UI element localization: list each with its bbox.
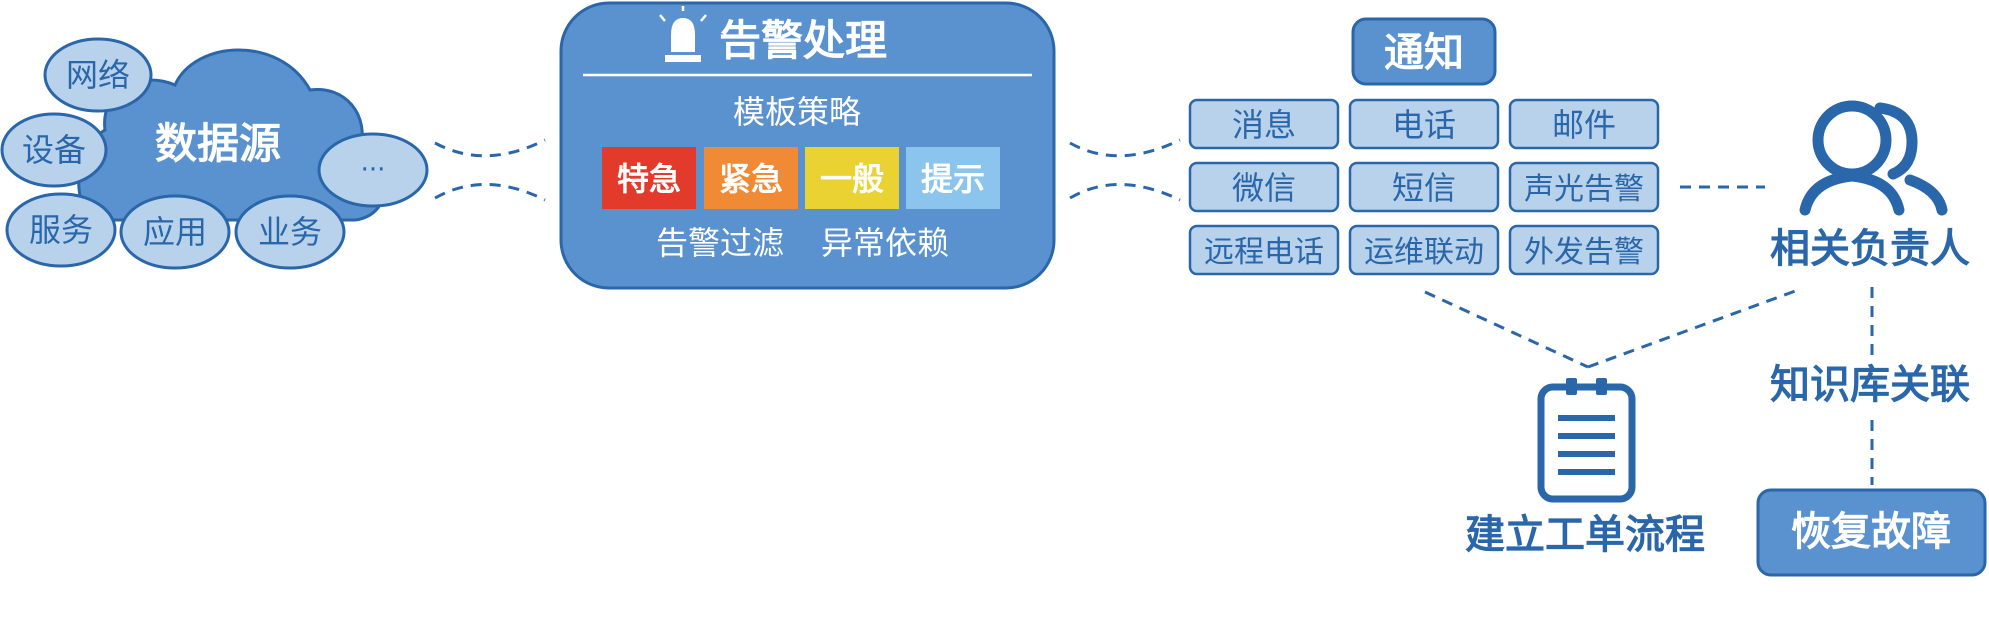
notify-channel-label: 外发告警 xyxy=(1524,235,1644,270)
alarm-level-label: 提示 xyxy=(921,160,985,198)
alarm-panel-subtitle: 模板策略 xyxy=(733,93,861,131)
alarm-level-chip xyxy=(805,147,899,209)
alarm-level-label: 特急 xyxy=(617,160,681,198)
notify-title-box xyxy=(1351,17,1497,86)
users-icon xyxy=(1799,100,1948,216)
alarm-level-label: 一般 xyxy=(820,160,884,198)
alarm-level-chip xyxy=(602,147,696,209)
data-source-title: 数据源 xyxy=(155,119,281,168)
notify-channel: 电话 xyxy=(1348,98,1500,150)
notify-channel: 邮件 xyxy=(1508,98,1660,150)
alarm-processing-panel: 告警处理 模板策略 特急紧急一般提示 告警过滤 异常依赖 xyxy=(559,1,1056,290)
notify-channel: 外发告警 xyxy=(1508,224,1660,276)
alarm-level-label: 紧急 xyxy=(719,160,783,198)
alarm-level-0: 特急 xyxy=(602,147,696,209)
notify-title: 通知 xyxy=(1384,30,1464,76)
notify-channel-box xyxy=(1188,98,1340,150)
recover-fault-label: 恢复故障 xyxy=(1791,509,1951,555)
bubble-service-label: 服务 xyxy=(29,211,93,249)
ticket-flow-label: 建立工单流程 xyxy=(1465,512,1705,558)
alarm-level-3: 提示 xyxy=(906,147,1000,209)
notify-channel: 短信 xyxy=(1348,161,1500,213)
notify-channel-label: 电话 xyxy=(1392,106,1456,144)
notify-channel-label: 短信 xyxy=(1392,169,1456,207)
bubble-application xyxy=(119,194,231,270)
bubble-application-label: 应用 xyxy=(143,213,207,251)
bubble-service xyxy=(5,192,117,268)
notify-channel-label: 声光告警 xyxy=(1524,172,1644,207)
responsible-person-label: 相关负责人 xyxy=(1770,226,1970,272)
bubble-more-label: ··· xyxy=(361,155,386,185)
alarm-panel-title: 告警处理 xyxy=(719,16,887,65)
data-source-cloud: 数据源 网络 设备 服务 应用 业务 ··· xyxy=(0,37,429,270)
notify-channel: 运维联动 xyxy=(1348,224,1500,276)
alarm-level-list: 特急紧急一般提示 xyxy=(602,147,1000,209)
bubble-more xyxy=(317,132,429,208)
bubble-business-label: 业务 xyxy=(258,213,322,251)
knowledge-base-label: 知识库关联 xyxy=(1770,362,1970,408)
recover-fault-section: 恢复故障 xyxy=(1756,488,1987,577)
notify-channel-label: 运维联动 xyxy=(1364,235,1484,270)
bubble-device xyxy=(0,112,108,188)
bubble-network xyxy=(43,37,153,113)
notify-channel-box xyxy=(1188,161,1340,213)
alarm-level-2: 一般 xyxy=(805,147,899,209)
notify-channel-box xyxy=(1508,224,1660,276)
clipboard-icon xyxy=(1537,378,1636,503)
notify-channel: 远程电话 xyxy=(1188,224,1340,276)
connector-to-ticket xyxy=(1424,288,1799,369)
responsible-person: 相关负责人 xyxy=(1770,100,1970,272)
notify-channel-box xyxy=(1348,161,1500,213)
notify-channel-label: 远程电话 xyxy=(1204,235,1324,270)
notify-channel: 消息 xyxy=(1188,98,1340,150)
notify-channel-box xyxy=(1508,161,1660,213)
ticket-section: 建立工单流程 xyxy=(1465,378,1705,558)
alarm-level-chip xyxy=(906,147,1000,209)
notify-channel-box xyxy=(1348,224,1500,276)
siren-icon xyxy=(659,6,707,62)
notify-channel-label: 微信 xyxy=(1232,169,1296,207)
alarm-level-1: 紧急 xyxy=(704,147,798,209)
bubble-device-label: 设备 xyxy=(22,131,86,169)
notify-channel-label: 消息 xyxy=(1232,106,1296,144)
alarm-filter-label: 告警过滤 xyxy=(656,224,784,262)
alarm-level-chip xyxy=(704,147,798,209)
abnormal-dependency-label: 异常依赖 xyxy=(821,224,949,262)
recover-fault-box xyxy=(1756,488,1987,577)
notify-channel-box xyxy=(1508,98,1660,150)
notify-channel: 微信 xyxy=(1188,161,1340,213)
notify-channel: 声光告警 xyxy=(1508,161,1660,213)
bubble-network-label: 网络 xyxy=(66,56,130,94)
connector-source-alarm xyxy=(434,138,546,202)
connector-alarm-notify xyxy=(1069,138,1181,202)
bubble-business xyxy=(234,194,346,270)
notify-channel-box xyxy=(1348,98,1500,150)
notify-channel-label: 邮件 xyxy=(1552,106,1616,144)
notify-channel-box xyxy=(1188,224,1340,276)
